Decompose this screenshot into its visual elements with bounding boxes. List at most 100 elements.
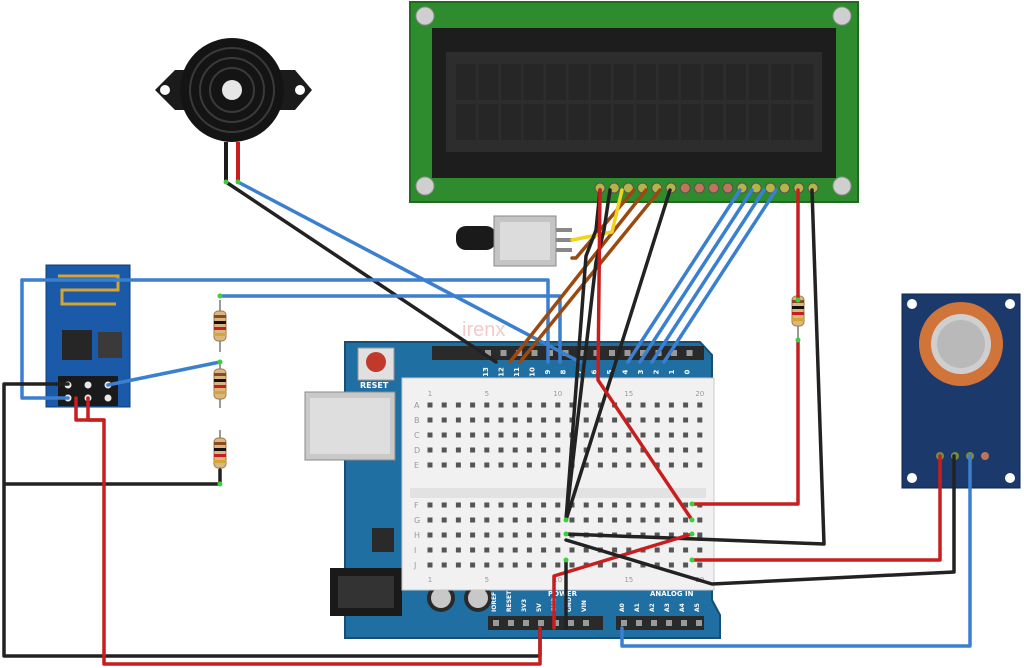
lcd-char-cell	[568, 104, 589, 140]
wire-endpoint	[235, 179, 241, 185]
wire-brown	[570, 188, 636, 260]
lcd-pin	[750, 182, 762, 194]
breadboard-row-label: C	[414, 431, 420, 440]
lcd-char-cell	[456, 64, 476, 100]
wire-red	[74, 396, 106, 422]
wire-endpoint	[217, 293, 223, 299]
wire-brown	[508, 188, 648, 364]
reset-label: RESET	[360, 381, 389, 390]
wire-endpoint	[563, 517, 569, 523]
digital-pin-label: 7	[575, 369, 583, 374]
lcd-char-cell	[658, 104, 679, 140]
digital-pin-label: 6	[591, 369, 599, 374]
analog-pin-label: A0	[619, 603, 626, 612]
wire-red	[86, 396, 542, 666]
lcd-char-cell	[501, 64, 521, 100]
digital-pin-label: 13	[482, 367, 490, 377]
watermark: irenx	[462, 319, 505, 341]
wire-blue	[20, 278, 550, 364]
lcd-char-cell	[523, 64, 544, 100]
wire-endpoint	[689, 517, 695, 523]
digital-pin-label: 12	[498, 367, 506, 377]
analog-pin-label: A4	[679, 603, 686, 612]
wire-endpoint	[223, 179, 229, 185]
wire-blue	[20, 278, 70, 400]
power-pin-label: 3V3	[521, 599, 528, 612]
lcd-char-cell	[681, 104, 701, 140]
breadboard-col-label: 5	[485, 576, 489, 584]
breadboard-row-label: I	[414, 546, 416, 555]
wire-red	[552, 532, 694, 630]
analog-in-label: ANALOG IN	[650, 590, 694, 598]
lcd-char-cell	[771, 104, 791, 140]
digital-pin-label: 11	[513, 367, 521, 377]
wire-blue	[620, 454, 972, 648]
wire-yellow	[570, 188, 624, 242]
lcd-char-cell	[636, 104, 656, 140]
digital-pin-label: 1	[668, 369, 676, 374]
breadboard-row-label: D	[414, 446, 420, 455]
wire-red	[690, 338, 800, 506]
lcd-char-cell	[456, 104, 476, 140]
digital-pin-label: 4	[622, 369, 630, 374]
breadboard-col-label: 15	[624, 576, 633, 584]
lcd-pin	[764, 182, 776, 194]
lcd-char-cell	[546, 104, 566, 140]
lcd-char-cell	[546, 64, 566, 100]
wire-endpoint	[563, 557, 569, 563]
lcd-char-cell	[636, 64, 656, 100]
wire-black	[564, 188, 826, 546]
breadboard-col-label: 1	[428, 390, 432, 398]
wire-blue	[650, 188, 766, 364]
lcd-char-cell	[771, 64, 791, 100]
wire-red	[596, 188, 694, 522]
lcd-char-cell	[793, 64, 814, 100]
breadboard-col-label: 15	[624, 390, 633, 398]
wire-black	[564, 188, 602, 522]
breadboard-col-label: 10	[553, 390, 562, 398]
breadboard-row-label: E	[414, 461, 419, 470]
wire-endpoint	[795, 337, 801, 343]
lcd-screw	[415, 6, 435, 26]
wire-endpoint	[795, 297, 801, 303]
lcd-char-cell	[501, 104, 521, 140]
breadboard-row-label: J	[413, 561, 416, 570]
lcd-pin	[722, 182, 734, 194]
wire-blue	[626, 188, 742, 364]
wire-blue	[236, 180, 582, 364]
gas-sensor-module	[901, 293, 1021, 489]
breadboard-row-label: F	[414, 501, 419, 510]
wire-black	[564, 454, 956, 586]
wire-endpoint	[217, 359, 223, 365]
lcd-char-cell	[703, 104, 724, 140]
wire-blue	[662, 188, 778, 364]
lcd-pin	[679, 182, 691, 194]
potentiometer	[456, 215, 572, 267]
power-pin-label: RESET	[506, 590, 513, 612]
analog-pin-label: A5	[694, 603, 701, 612]
lcd-char-cell	[591, 104, 611, 140]
lcd-16x2	[409, 1, 859, 203]
power-pin-label: 5V	[536, 603, 543, 612]
power-pin-label: VIN	[581, 600, 588, 612]
breadboard-col-label: 1	[428, 576, 432, 584]
lcd-pin	[708, 182, 720, 194]
buzzer	[155, 38, 312, 182]
wire-endpoint	[689, 531, 695, 537]
wire-black	[4, 468, 222, 486]
wire-endpoint	[689, 501, 695, 507]
breadboard-col-label: 10	[553, 576, 562, 584]
lcd-pin	[622, 182, 634, 194]
lcd-pin	[693, 182, 705, 194]
power-pin-label: IOREF	[491, 592, 498, 612]
lcd-char-cell	[703, 64, 724, 100]
wire-blue	[106, 360, 222, 387]
lcd-char-cell	[681, 64, 701, 100]
lcd-char-cell	[793, 104, 814, 140]
lcd-char-cell	[613, 104, 634, 140]
breadboard-row-label: H	[414, 531, 420, 540]
wire-blue	[638, 188, 754, 364]
power-pin-label: GND	[566, 597, 573, 612]
